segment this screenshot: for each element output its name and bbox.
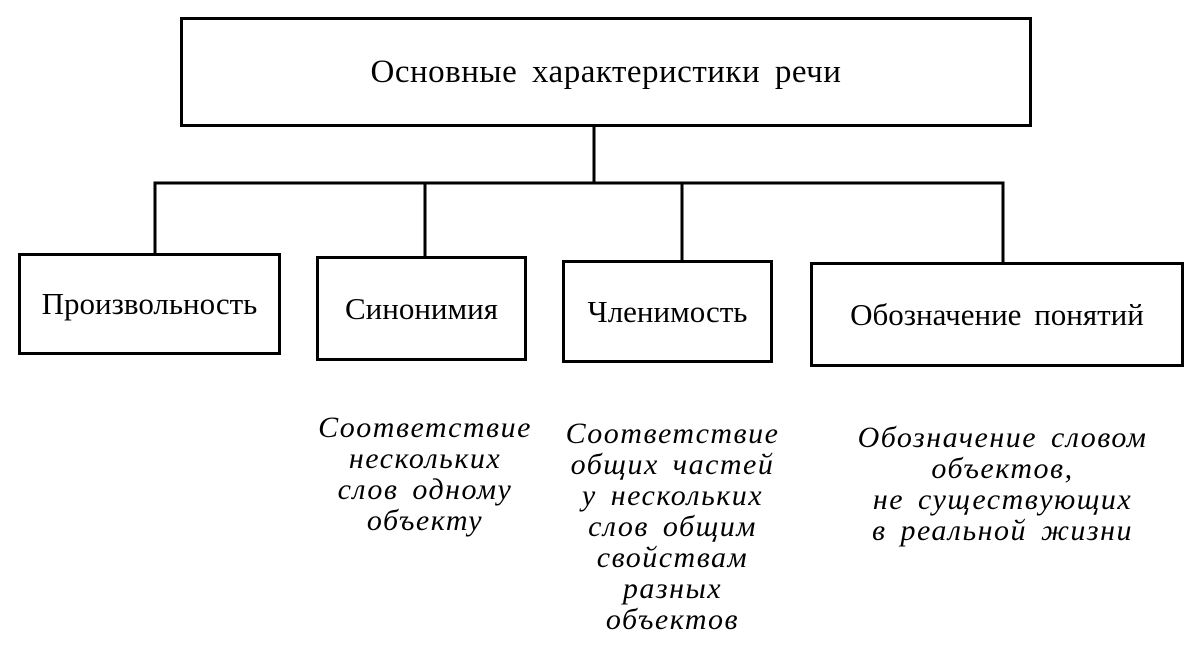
node-concept-designation: Обозначение понятий (810, 262, 1184, 367)
node-synonymy: Синонимия (316, 256, 527, 361)
node-arbitrariness: Произвольность (18, 253, 281, 355)
node-concept-designation-label: Обозначение понятий (850, 296, 1144, 332)
node-synonymy-label: Синонимия (344, 290, 498, 326)
root-node: Основные характеристики речи (180, 17, 1032, 127)
segmentability-description: Соответствие общих частей у нескольких с… (565, 417, 780, 636)
synonymy-description: Соответствие нескольких слов одному объе… (318, 411, 532, 537)
node-arbitrariness-label: Произвольность (41, 286, 258, 321)
concept-designation-description: Обозначение словом объектов, не существу… (857, 421, 1148, 547)
root-node-label: Основные характеристики речи (370, 53, 842, 90)
node-segmentability: Членимость (562, 260, 773, 363)
node-segmentability-label: Членимость (587, 293, 748, 329)
